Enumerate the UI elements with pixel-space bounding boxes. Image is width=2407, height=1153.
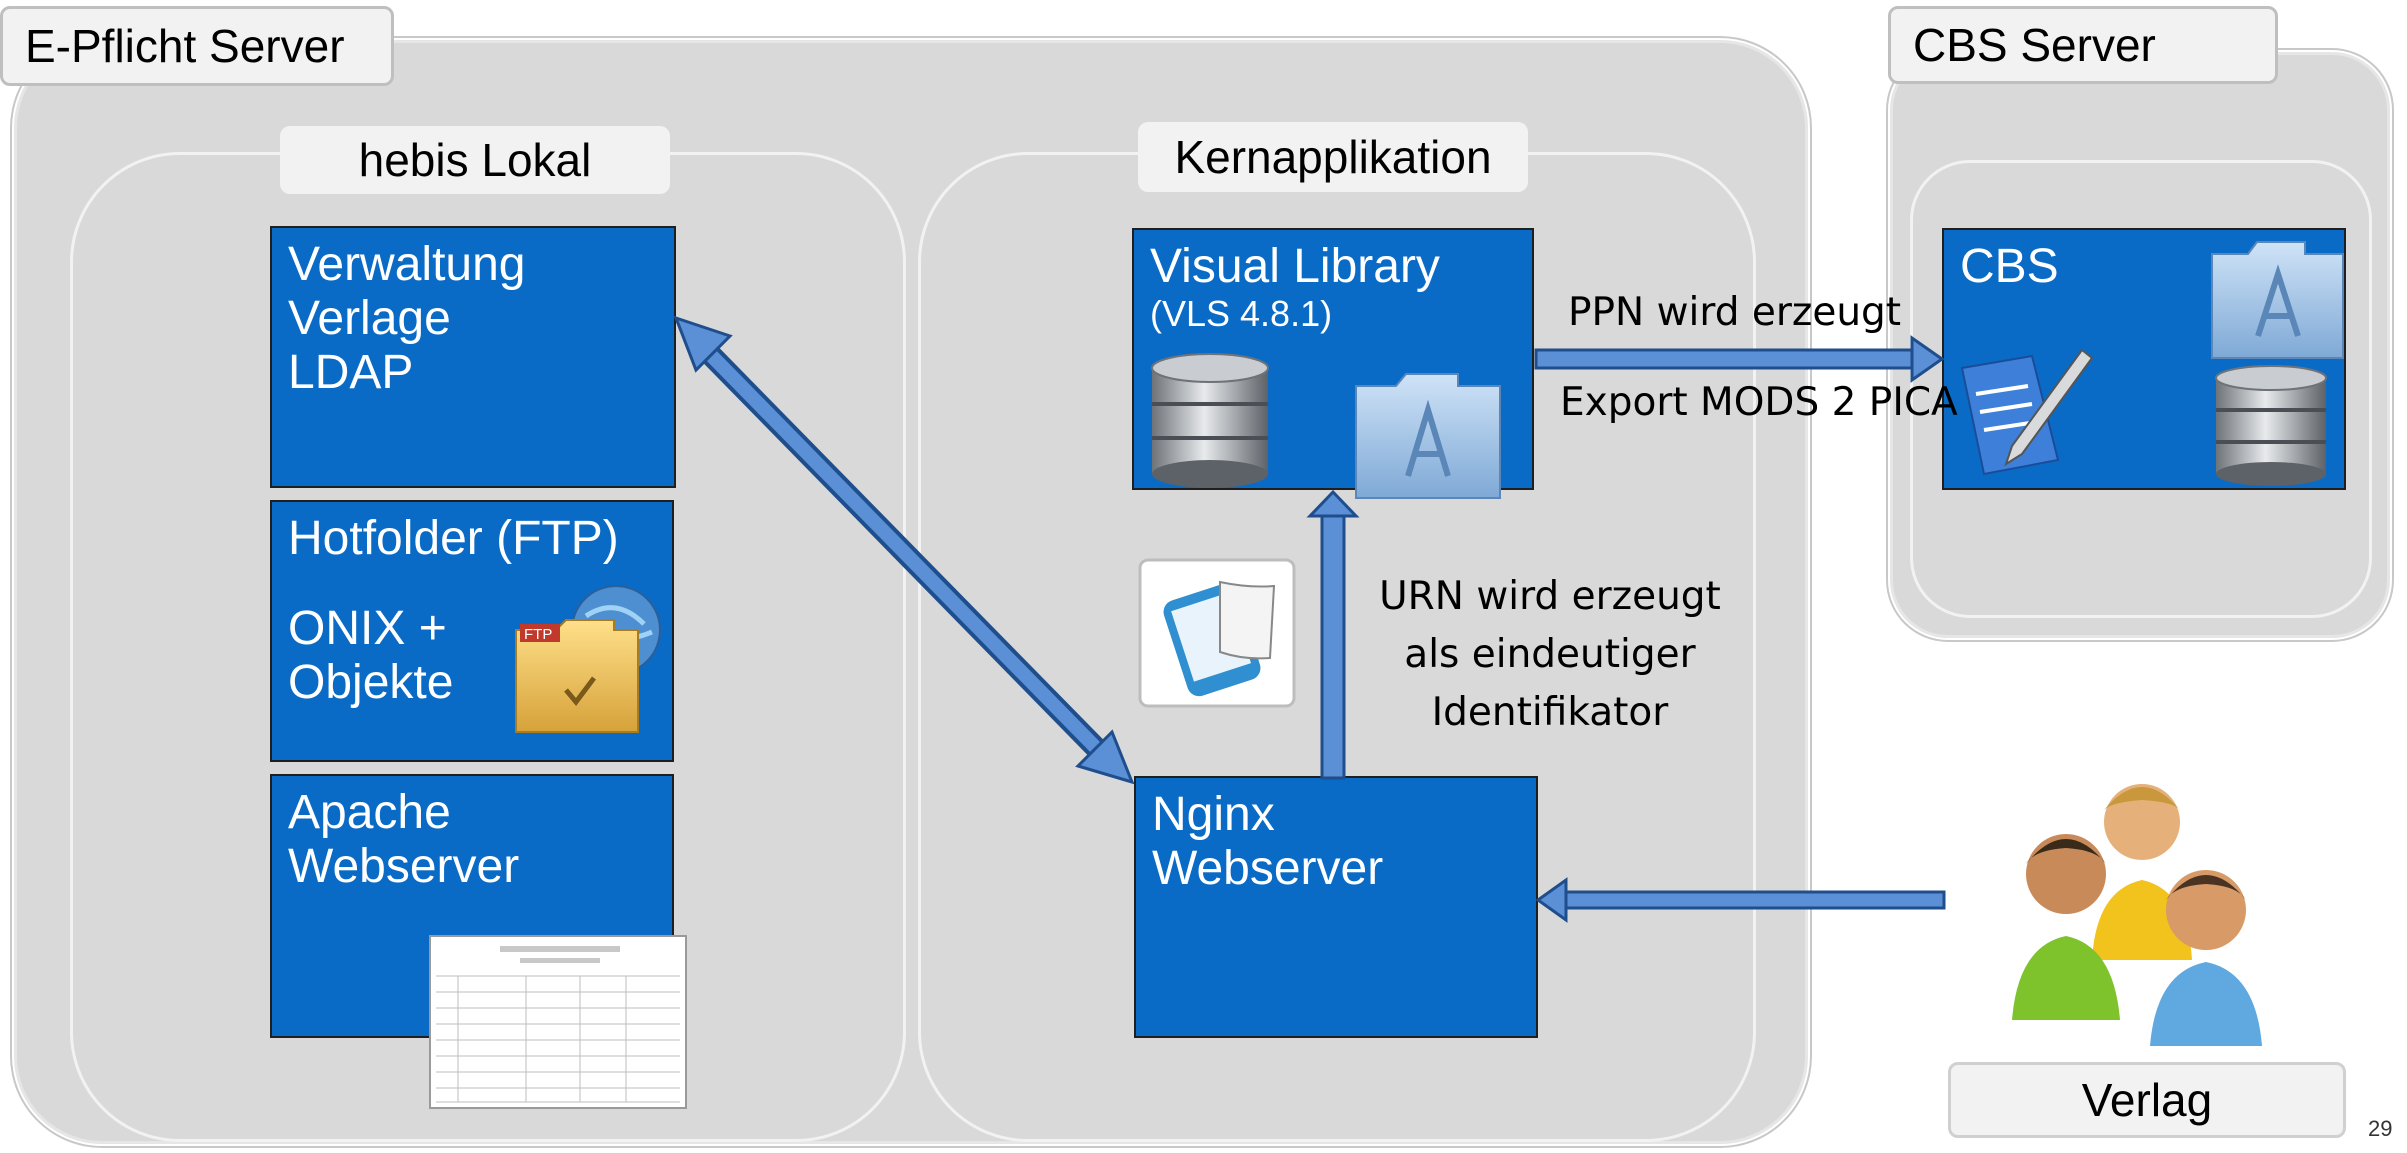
arrow-vl-to-cbs [1534,335,1945,383]
apache-line-1: Apache [288,786,451,839]
hotfolder-title: Hotfolder (FTP) [288,512,619,565]
hotfolder-body-1: ONIX + [288,601,447,655]
database-icon [1151,353,1269,488]
nginx-box: Nginx Webserver [1134,776,1538,1038]
hotfolder-body-2: Objekte [288,655,454,709]
page-number: 29 [2368,1116,2393,1141]
epflicht-server-title: E-Pflicht Server [0,6,394,86]
verwaltung-line-2: Verlage [288,291,451,345]
verlag-label: Verlag [1948,1062,2346,1138]
verwaltung-line-1: Verwaltung [288,238,526,291]
verwaltung-line-3: LDAP [288,345,414,399]
cbs-server-title: CBS Server [1888,6,2278,84]
arrow-nginx-to-vl [1306,489,1360,780]
urn-line-2: als eindeutiger [1404,632,1696,677]
people-group-icon [2012,784,2262,1046]
cbs-box-title: CBS [1960,240,2059,293]
document-thumbnail [429,935,687,1109]
nginx-line-2: Webserver [1152,841,1384,895]
kern-label: Kernapplikation [1138,122,1528,192]
person-left [2012,834,2120,1020]
nginx-line-1: Nginx [1152,788,1275,841]
cbs-group [1910,160,2372,618]
hebis-label: hebis Lokal [280,126,670,194]
urn-line-3: Identifikator [1431,690,1669,735]
double-arrow-verwaltung-nginx [673,315,1135,785]
ftp-folder-icon: FTP [515,585,661,733]
app-folder-icon [1355,373,1501,499]
arrow-verlag-to-nginx [1535,877,1946,923]
verwaltung-box: Verwaltung Verlage LDAP [270,226,676,488]
app-folder-icon-cbs [2211,241,2344,359]
visual-library-title: Visual Library [1150,240,1440,293]
person-back [2092,784,2192,960]
person-front [2150,870,2262,1046]
export-label: Export MODS 2 PICA [1560,380,1958,425]
database-icon-cbs [2215,365,2327,486]
document-pen-icon [1960,348,2094,476]
svg-text:FTP: FTP [524,626,552,643]
ppn-label: PPN wird erzeugt [1568,290,1902,335]
ebook-tablet-icon [1138,558,1296,708]
visual-library-version: (VLS 4.8.1) [1150,292,1333,334]
urn-label: URN wird erzeugt als eindeutiger Identif… [1360,568,1740,742]
urn-line-1: URN wird erzeugt [1379,574,1721,619]
apache-line-2: Webserver [288,839,520,893]
